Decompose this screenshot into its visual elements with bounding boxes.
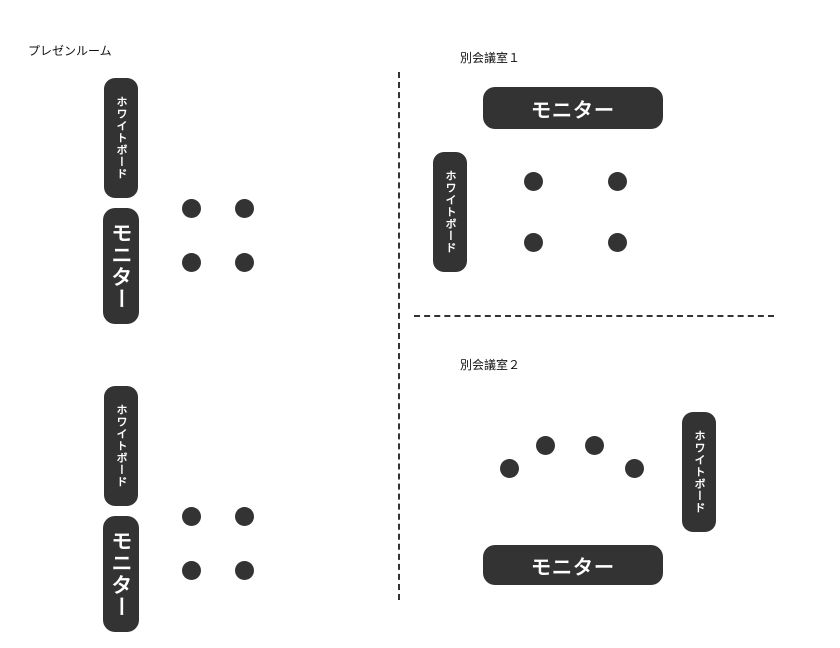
- presen-seat: [182, 253, 201, 272]
- presen-whiteboard-top: ホワイトボード: [104, 78, 138, 198]
- presen-room-title: プレゼンルーム: [28, 44, 112, 58]
- presen-seat: [235, 199, 254, 218]
- horizontal-divider: [414, 315, 774, 317]
- presen-seat: [235, 561, 254, 580]
- presen-monitor-bottom: モニター: [103, 516, 139, 632]
- room1-monitor: モニター: [483, 87, 663, 129]
- room1-title: 別会議室１: [460, 51, 521, 65]
- room2-whiteboard: ホワイトボード: [682, 412, 716, 532]
- vertical-divider: [398, 72, 400, 600]
- presen-seat: [235, 253, 254, 272]
- presen-whiteboard-bottom: ホワイトボード: [104, 386, 138, 506]
- room1-seat: [524, 172, 543, 191]
- room2-seat: [500, 459, 519, 478]
- room2-seat: [625, 459, 644, 478]
- room2-seat: [536, 436, 555, 455]
- presen-seat: [182, 507, 201, 526]
- presen-monitor-top: モニター: [103, 208, 139, 324]
- room1-seat: [608, 172, 627, 191]
- room1-seat: [608, 233, 627, 252]
- room2-title: 別会議室２: [460, 358, 521, 372]
- room1-whiteboard: ホワイトボード: [433, 152, 467, 272]
- presen-seat: [182, 561, 201, 580]
- presen-seat: [182, 199, 201, 218]
- room2-seat: [585, 436, 604, 455]
- presen-seat: [235, 507, 254, 526]
- room2-monitor: モニター: [483, 545, 663, 585]
- room1-seat: [524, 233, 543, 252]
